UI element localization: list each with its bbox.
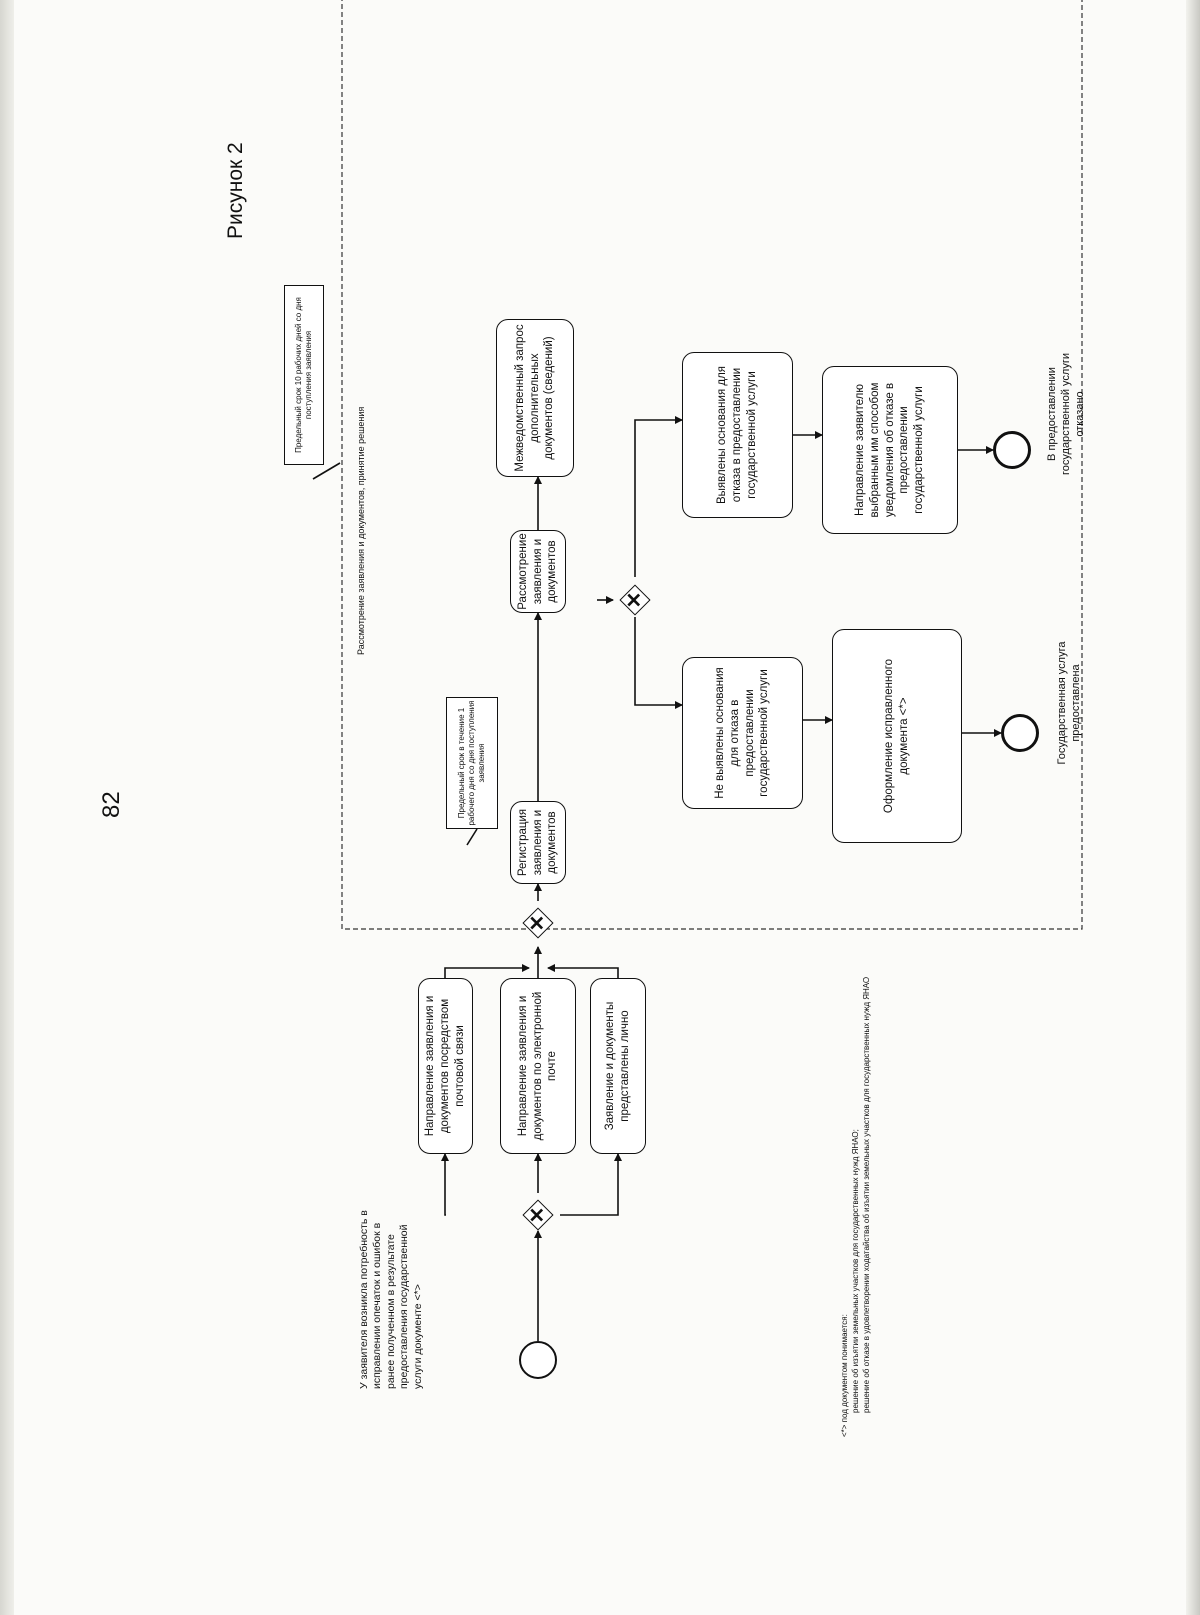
- deadline-overall-note: Предельный срок 10 рабочих дней со дня п…: [284, 285, 324, 465]
- page-number: 82: [98, 791, 125, 818]
- task-notify-refusal: Направление заявителю выбранным им спосо…: [822, 366, 958, 534]
- task-issue-corrected-document: Оформление исправленного документа <*>: [832, 629, 962, 843]
- task-grounds-for-refusal: Выявлены основания для отказа в предоста…: [682, 352, 793, 518]
- task-interagency-request: Межведомственный запрос дополнительных д…: [496, 319, 574, 477]
- footnote: <*> под документом понимается: решение о…: [840, 917, 872, 1437]
- annotation-line-overall: [312, 462, 341, 480]
- flow-gateway-to-personal: [560, 1153, 622, 1216]
- start-event-label: У заявителя возникла потребность в испра…: [358, 1210, 424, 1389]
- flow-decision-to-grounds: [634, 416, 683, 577]
- end-event-refused-label: В предоставлении государственной услуги …: [1046, 353, 1087, 475]
- flow-decision-to-no-grounds: [634, 617, 683, 709]
- task-submit-in-person: Заявление и документы представлены лично: [590, 978, 646, 1154]
- task-submit-by-email: Направление заявления и документов по эл…: [500, 978, 576, 1154]
- flow-personal-to-merge: [547, 964, 619, 978]
- deadline-registration-note: Предельный срок в течение 1 рабочего дня…: [446, 697, 498, 829]
- decision-gateway-x-icon: ✕: [624, 591, 646, 609]
- figure-label: Рисунок 2: [224, 142, 247, 239]
- end-event-refused-circle: [993, 431, 1031, 469]
- scan-edge-right: [1186, 0, 1200, 1615]
- flow-post-to-merge: [444, 964, 530, 978]
- scan-edge-left: [0, 0, 14, 1615]
- merge-gateway-x-icon: ✕: [527, 914, 549, 932]
- task-submit-by-post: Направление заявления и документов посре…: [418, 978, 473, 1154]
- footnote-line-2: решение об изъятии земельных участков дл…: [850, 1129, 860, 1413]
- task-no-grounds-for-refusal: Не выявлены основания для отказа в предо…: [682, 657, 803, 809]
- end-event-provided-label: Государственная услуга предоставлена: [1056, 641, 1083, 765]
- annotation-line-registration: [466, 828, 478, 846]
- subprocess-label: Рассмотрение заявления и документов, при…: [356, 406, 366, 655]
- task-review: Рассмотрение заявления и документов: [510, 530, 566, 613]
- footnote-line-3: решение об отказе в удовлетворении ходат…: [861, 976, 871, 1413]
- flow-gateway-to-post: [441, 1153, 449, 1216]
- split-gateway-x-icon: ✕: [527, 1206, 549, 1224]
- start-event-circle: [519, 1341, 557, 1379]
- footnote-line-1: <*> под документом понимается:: [840, 1314, 849, 1437]
- end-event-provided-circle: [1001, 714, 1039, 752]
- task-registration: Регистрация заявления и документов: [510, 801, 566, 884]
